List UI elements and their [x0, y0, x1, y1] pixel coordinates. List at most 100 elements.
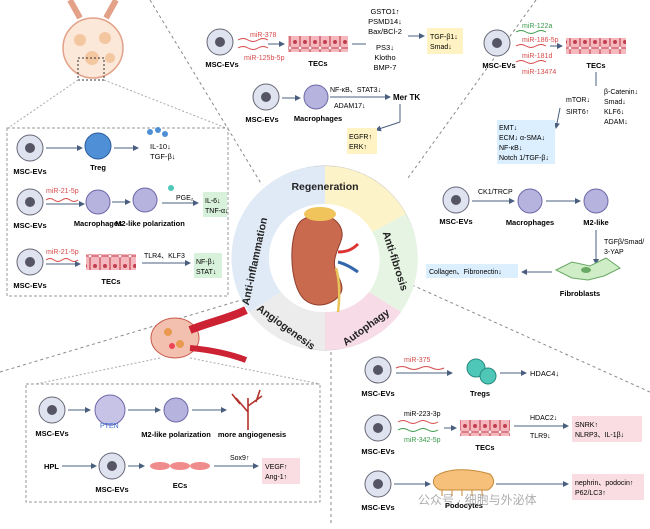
kidney-icon — [291, 207, 360, 313]
tec-cells-icon — [566, 38, 626, 54]
m2-label: M2-like — [583, 218, 608, 227]
gene-label: PSMD14↓ — [368, 17, 402, 26]
gene-label: PS3↓ — [376, 43, 394, 52]
m2-polarization-label: M2-like polarization — [141, 430, 211, 439]
gene-label: β-Catenin↓ — [604, 89, 638, 96]
angiogenic-factor-box — [262, 458, 300, 484]
erk-label: ERK↑ — [349, 144, 367, 151]
p62-label: P62/LC3↑ — [575, 490, 606, 497]
central-hub: Regeneration Anti-fibrosis Autophagy Ang… — [231, 165, 418, 353]
adam17-label: ADAM17↓ — [334, 103, 366, 110]
msc-ev-label: MSC-EVs — [13, 221, 46, 230]
msc-ev-label: MSC-EVs — [95, 485, 128, 494]
autophagy-panel: MSC-EVs miR-375 Tregs HDAC4↓ MSC-EVs miR… — [361, 356, 644, 512]
gene-label: KLF6↓ — [604, 109, 624, 116]
mirna-label: miR-223-3p — [404, 411, 441, 418]
mtor-label: mTOR↓ — [566, 97, 590, 104]
snrk-label: SNRK↑ — [575, 422, 598, 429]
il10-label: IL-10↓ — [150, 142, 171, 151]
regeneration-panel: MSC-EVs miR-378 miR-125b-5p TECs GSTO1↑ … — [205, 7, 463, 154]
gene-label: GSTO1↑ — [370, 7, 399, 16]
podocyte-marker-box — [572, 474, 644, 500]
tlr4-label: TLR4、KLF3 — [144, 253, 185, 260]
fibroblasts-label: Fibroblasts — [560, 289, 600, 298]
sector-angiogenesis — [249, 292, 325, 351]
sector-regeneration — [325, 165, 406, 232]
msc-ev-label: MSC-EVs — [13, 167, 46, 176]
blood-vessel-branch-icon — [231, 389, 263, 430]
sirt6-label: SIRT6↑ — [566, 109, 589, 116]
ecm-box — [426, 264, 518, 278]
tregs-label: Tregs — [470, 389, 490, 398]
marker-label: ECM↓ α-SMA↓ — [499, 135, 545, 142]
msc-ev-label: MSC-EVs — [205, 60, 238, 69]
fibroblast-icon — [554, 257, 621, 281]
msc-ev-label: MSC-EVs — [439, 217, 472, 226]
il6-label: IL-6↓ — [205, 198, 221, 205]
podocytes-icon — [432, 469, 495, 496]
msc-ev-label: MSC-EVs — [482, 61, 515, 70]
gene-label: Smad↓ — [604, 99, 626, 106]
mirna-label: miR-21-5p — [46, 188, 79, 195]
tecs-label: TECs — [101, 277, 120, 286]
tec-cells-icon — [288, 36, 348, 52]
pathway-label: 3-YAP — [604, 249, 624, 256]
tecs-label: TECs — [308, 59, 327, 68]
mertk-label: Mer TK — [393, 93, 420, 102]
tlr9-label: TLR9↓ — [530, 433, 551, 440]
mirna-label: miR-122a — [522, 23, 552, 30]
collagen-label: Collagen、Fibronectin↓ — [429, 269, 502, 276]
mirna-label: miR-181d — [522, 53, 552, 60]
treg-label: Treg — [90, 163, 106, 172]
cytokine-box — [203, 192, 227, 217]
m2-macrophage-icon — [163, 397, 189, 423]
watermark: 公众号 · 细胞与外泌体 — [418, 493, 537, 507]
mirna-label: miR-342-5p — [404, 437, 441, 444]
pathway-box — [194, 253, 222, 278]
tec-cells-icon — [460, 420, 510, 436]
pge2-label: PGE₂ — [176, 195, 194, 202]
stat-label: STAT↓ — [196, 269, 216, 276]
pathway-label: TGFβ/Smad/ — [604, 239, 644, 246]
gene-label: Klotho — [374, 53, 395, 62]
macrophage-icon — [303, 84, 329, 110]
nephrin-label: nephrin、podocin↑ — [575, 480, 633, 487]
marker-label: Notch 1/TGF-β↓ — [499, 155, 549, 162]
marker-label: EMT↓ — [499, 125, 517, 132]
autophagy-marker-box — [572, 416, 642, 442]
vegf-label: VEGF↑ — [265, 464, 288, 471]
nlrp3-label: NLRP3、IL-1β↓ — [575, 432, 624, 439]
egfr-label: EGFR↑ — [349, 134, 372, 141]
gene-label: Bax/BCl-2 — [368, 27, 402, 36]
podocytes-label: Podocytes — [445, 501, 483, 510]
nfkb-label: NF-κB、STAT3↓ — [330, 87, 381, 94]
m2-macrophage-icon — [132, 187, 158, 213]
mirna-label: miR-375 — [404, 357, 431, 364]
msc-ev-label: MSC-EVs — [361, 389, 394, 398]
hpl-label: HPL — [44, 462, 59, 471]
macrophage-label: Macrophages — [294, 114, 342, 123]
smad-label: Smad↓ — [430, 44, 452, 51]
tgfb-label: TGF-β↓ — [150, 152, 176, 161]
signal-box — [347, 128, 377, 154]
sector-anti-fibrosis — [369, 214, 418, 312]
mirna-label: miR-13474 — [522, 69, 556, 76]
vessel-icon — [35, 306, 321, 385]
msc-ev-label: MSC-EVs — [35, 429, 68, 438]
tissue-zoom-icon — [7, 0, 227, 129]
angiogenesis-panel: MSC-EVs PTEN M2-like polarization more a… — [25, 306, 321, 503]
tec-cells-icon — [86, 254, 136, 270]
msc-ev-label: MSC-EVs — [13, 281, 46, 290]
m2-macrophage-icon — [583, 188, 609, 214]
msc-ev-label: MSC-EVs — [245, 115, 278, 124]
mirna-label: miR-186-5p — [522, 37, 559, 44]
pten-label: PTEN — [100, 423, 119, 430]
tnfa-label: TNF-α↓ — [205, 208, 229, 215]
treg-cell-icon — [84, 132, 112, 160]
macrophage-label: Macrophages — [74, 219, 122, 228]
macrophage-icon — [94, 394, 126, 426]
fibrosis-marker-box — [497, 120, 555, 164]
